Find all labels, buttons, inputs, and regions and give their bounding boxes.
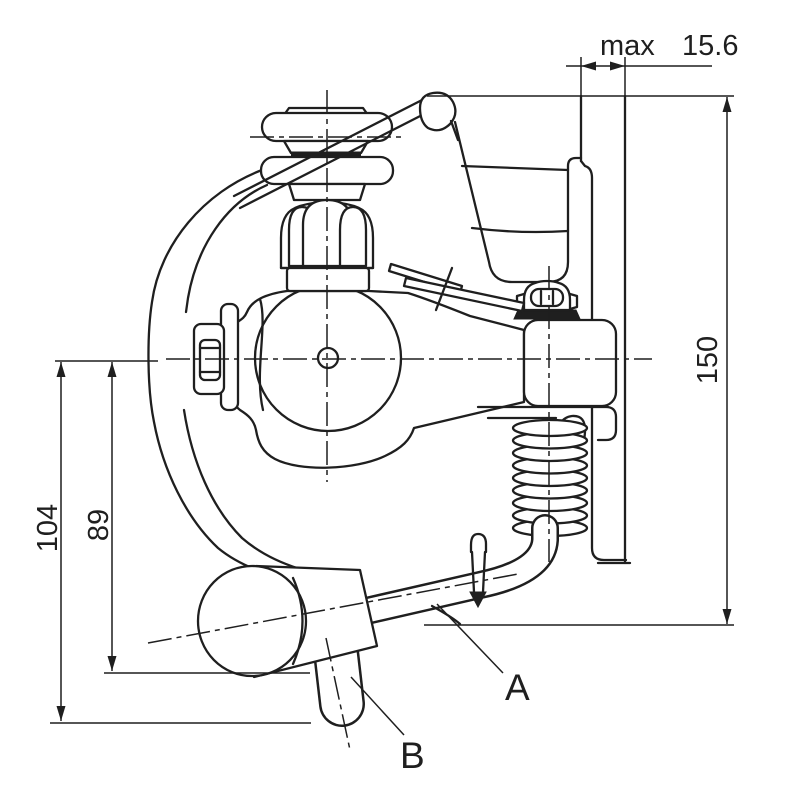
label-a: A	[505, 667, 530, 708]
leaf-link	[387, 262, 526, 313]
dim-104-value: 104	[32, 504, 64, 552]
dim-height-value: 150	[692, 336, 724, 384]
label-b: B	[400, 735, 425, 776]
dimension-max-width: max 15.6	[566, 30, 738, 71]
handle-grip	[196, 564, 379, 679]
dim-max-label: max	[600, 30, 655, 62]
pin-housing-block	[522, 318, 618, 408]
dim-89-value: 89	[83, 509, 115, 541]
center-lines	[147, 90, 652, 751]
dimension-89: 89	[83, 362, 310, 674]
mounting-plate	[579, 57, 632, 565]
retaining-bolt	[513, 279, 581, 320]
knob-assembly	[259, 106, 395, 293]
lever-arm	[232, 91, 460, 210]
dimension-height-150: 150	[424, 95, 734, 626]
part-label-b: B	[350, 676, 425, 776]
cotter-pin	[469, 532, 488, 609]
main-body	[230, 289, 526, 469]
dim-max-value: 15.6	[682, 30, 738, 62]
jaw-fitting	[192, 302, 240, 412]
cup-bracket	[453, 120, 583, 284]
release-rod	[348, 514, 559, 626]
dimension-104: 104	[32, 360, 311, 724]
pin-b	[313, 629, 365, 727]
part-label-a: A	[436, 603, 530, 708]
